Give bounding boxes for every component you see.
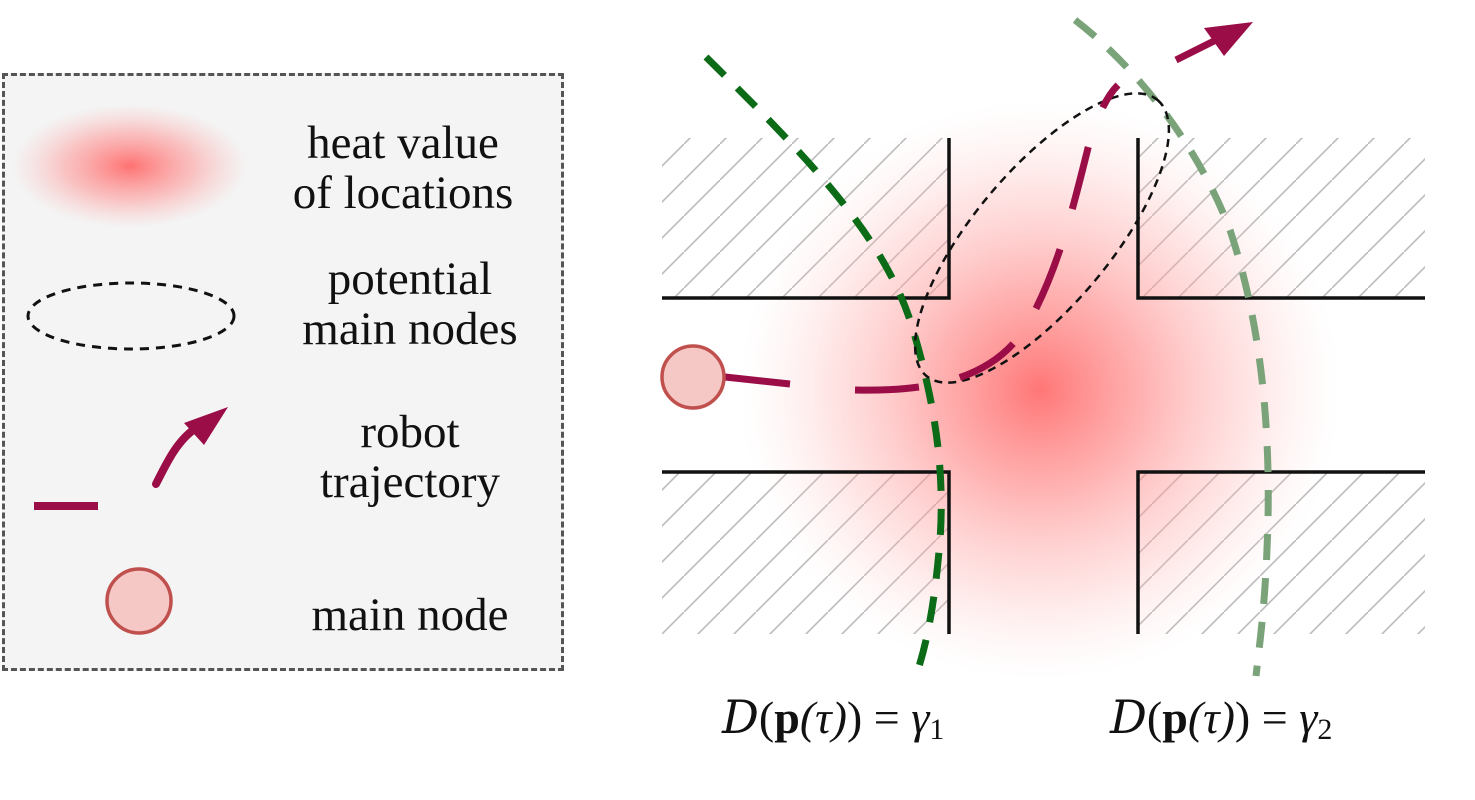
legend-trajectory-label: robot trajectory [260, 407, 560, 507]
heat-field [740, 100, 1340, 680]
gamma1-label-gamma: γ [911, 692, 930, 743]
legend-heat-label: heat value of locations [253, 118, 553, 218]
gamma2-label-tau: (τ) [1187, 692, 1235, 743]
legend-potential-label: potential main nodes [260, 254, 560, 354]
gamma2-label-sub: 2 [1317, 713, 1333, 746]
legend-trajectory-line2: trajectory [319, 456, 501, 508]
legend-main-node-line1: main node [311, 589, 509, 641]
gamma2-label: D(p(τ)) = γ2 [1110, 690, 1332, 747]
gamma1-label-tau: (τ) [799, 692, 847, 743]
legend-trajectory-arrow-path [152, 424, 200, 488]
trajectory-start-segment [724, 373, 791, 388]
legend-trajectory-line1: robot [360, 406, 460, 458]
legend-heat-swatch [12, 104, 248, 228]
main-node [660, 344, 726, 410]
gamma2-label-p: p [1162, 692, 1188, 743]
legend-potential-line1: potential [327, 253, 493, 305]
legend-potential-line2: main nodes [302, 303, 518, 355]
gamma2-label-close: ) = [1234, 692, 1300, 743]
legend-main-node-swatch [105, 567, 173, 635]
legend-potential-node-swatch [26, 281, 236, 351]
legend-trajectory-arrowhead [184, 407, 228, 445]
wall-outlines [662, 138, 1425, 634]
gamma1-level-curve [703, 54, 945, 678]
gamma1-label-p: p [774, 692, 800, 743]
legend-heat-line2: of locations [292, 167, 514, 219]
gamma1-label: D(p(τ)) = γ1 [722, 690, 944, 747]
gamma1-label-d: D [722, 690, 759, 744]
legend-main-node-label: main node [260, 590, 560, 640]
gamma2-level-curve [1072, 17, 1272, 677]
gamma2-label-open: ( [1146, 692, 1163, 743]
gamma2-label-d: D [1110, 690, 1147, 744]
potential-main-node-ellipse [913, 92, 1171, 384]
legend-heat-line1: heat value [307, 117, 499, 169]
gamma2-label-gamma: γ [1299, 692, 1318, 743]
gamma1-label-open: ( [758, 692, 775, 743]
robot-trajectory-path [854, 82, 1121, 394]
trajectory-arrowhead [1204, 22, 1253, 56]
gamma1-label-close: ) = [846, 692, 912, 743]
gamma1-label-sub: 1 [929, 713, 945, 746]
trajectory-end-segment [1174, 34, 1222, 64]
